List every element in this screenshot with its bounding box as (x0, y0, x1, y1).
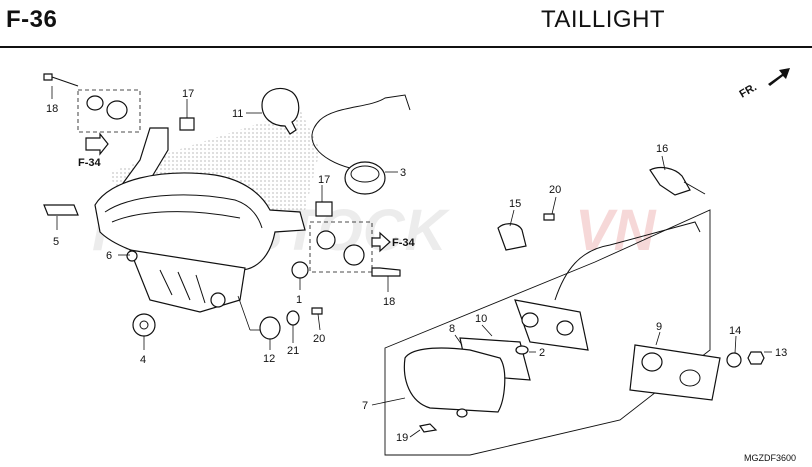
callout-14: 14 (729, 325, 741, 337)
diagram-code: MGZDF3600 (744, 453, 796, 463)
taillight-exploded-diagram: PARTSTOCK VN FR. (43, 68, 796, 463)
callout-19: 19 (396, 432, 408, 444)
taillight-housing-assembly (43, 73, 411, 340)
header-divider (0, 46, 812, 48)
ref-arrow-icon (85, 132, 109, 156)
callout-18: 18 (383, 296, 395, 308)
callout-9: 9 (656, 321, 662, 333)
callout-16: 16 (656, 143, 668, 155)
page-code: F-36 (6, 6, 58, 33)
callout-labels: 18 17 11 3 17 F-34 F-34 5 6 1 18 4 12 21… (46, 88, 787, 444)
callout-17: 17 (318, 174, 330, 186)
page-header: F-36 TAILLIGHT (0, 0, 812, 48)
callout-21: 21 (287, 345, 299, 357)
front-arrow-icon (768, 68, 790, 86)
callout-18: 18 (46, 103, 58, 115)
callout-10: 10 (475, 313, 487, 325)
callout-15: 15 (509, 198, 521, 210)
callout-20: 20 (313, 333, 325, 345)
callout-7: 7 (362, 400, 368, 412)
license-light-assembly (384, 166, 765, 456)
callout-20: 20 (549, 184, 561, 196)
callout-13: 13 (775, 347, 787, 359)
callout-12: 12 (263, 353, 275, 365)
callout-8: 8 (449, 323, 455, 335)
callout-5: 5 (53, 236, 59, 248)
callout-6: 6 (106, 250, 112, 262)
ref-f34-upper: F-34 (78, 157, 102, 169)
ref-arrow-icon (371, 231, 391, 253)
leader-lines (51, 86, 772, 438)
callout-1: 1 (296, 294, 302, 306)
callout-11: 11 (232, 108, 243, 120)
callout-2: 2 (539, 347, 545, 359)
ref-f34-lower: F-34 (392, 237, 416, 249)
callout-4: 4 (140, 354, 146, 366)
page-title: TAILLIGHT (541, 6, 666, 33)
callout-3: 3 (400, 167, 406, 179)
front-direction-label: FR. (738, 81, 759, 100)
front-direction-indicator: FR. (738, 68, 790, 101)
callout-17: 17 (182, 88, 194, 100)
